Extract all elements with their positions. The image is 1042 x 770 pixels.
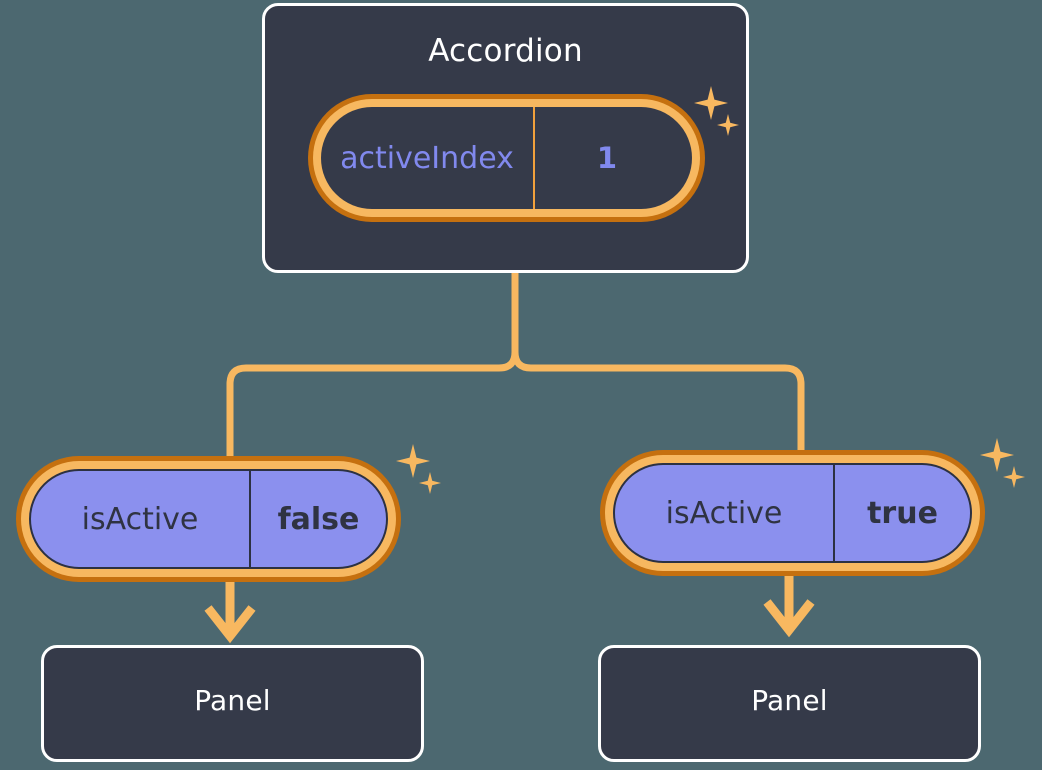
state-pill-outer-ring: activeIndex 1 (308, 94, 705, 222)
panel-node-right[interactable]: Panel (598, 645, 981, 762)
panel-node-label: Panel (194, 684, 271, 717)
state-pill-inner-ring: activeIndex 1 (313, 99, 700, 217)
state-pill-inner-ring: isActive true (605, 455, 980, 571)
panel-node-label: Panel (751, 684, 828, 717)
accordion-node-label: Accordion (428, 33, 583, 69)
state-pill-body: activeIndex 1 (321, 107, 692, 209)
state-pill-value: false (249, 471, 386, 567)
state-pill-key: activeIndex (340, 140, 514, 176)
state-pill-key: isActive (81, 501, 199, 537)
state-pill-is-active-right[interactable]: isActive true (600, 450, 985, 576)
panel-node-left[interactable]: Panel (41, 645, 424, 762)
connector-fork-right (511, 348, 805, 460)
state-pill-key: isActive (665, 495, 783, 531)
state-pill-is-active-left[interactable]: isActive false (16, 456, 401, 582)
connector-trunk-fork (226, 269, 519, 466)
state-pill-value: true (833, 465, 970, 561)
state-pill-outer-ring: isActive true (600, 450, 985, 576)
state-pill-body: isActive true (613, 463, 972, 563)
arrow-right-pill-to-panel (763, 576, 815, 638)
state-pill-body: isActive false (29, 469, 388, 569)
state-pill-inner-ring: isActive false (21, 461, 396, 577)
state-pill-outer-ring: isActive false (16, 456, 401, 582)
state-pill-active-index[interactable]: activeIndex 1 (308, 94, 705, 222)
arrow-left-pill-to-panel (204, 582, 256, 644)
state-pill-value: 1 (533, 107, 679, 209)
